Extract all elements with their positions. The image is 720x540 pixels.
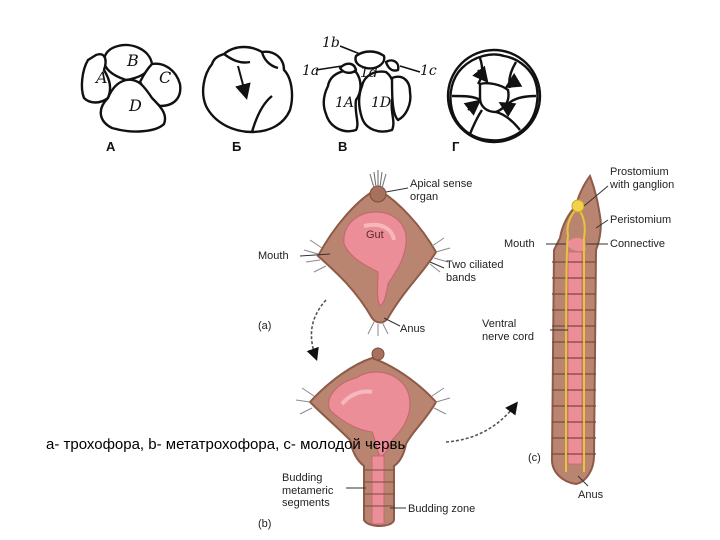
cell-label-a: A: [96, 68, 108, 87]
young-worm-leaders: [546, 185, 609, 487]
cell-label-d: D: [129, 96, 142, 115]
stage-label-a: А: [106, 139, 116, 154]
label-peristomium: Peristomium: [610, 214, 672, 226]
label-connective: Connective: [610, 238, 666, 250]
label-anus-a: Anus: [400, 323, 426, 335]
trochophore-leaders: [299, 187, 445, 327]
metatrochophore-leaders: [346, 487, 406, 509]
cell-label-c: C: [159, 68, 172, 87]
cell-label-1D: 1D: [371, 95, 392, 111]
label-budding-segments: Budding metameric segments: [282, 472, 334, 510]
cell-label-b: B: [127, 51, 139, 70]
cell-label-1A: 1A: [335, 95, 355, 111]
trochophore-drawing: [303, 170, 451, 336]
panel-tag-c: (c): [528, 452, 541, 464]
label-anus-c: Anus: [578, 489, 604, 501]
panel-tag-b: (b): [258, 518, 272, 530]
stage-label-c: В: [338, 139, 348, 154]
stage-label-b: Б: [232, 139, 242, 154]
cell-label-1c: 1c: [420, 63, 437, 79]
cleavage-stage-d-arrows: [463, 65, 523, 118]
label-mouth-c: Mouth: [504, 238, 535, 250]
label-prostomium: Prostomium with ganglion: [610, 166, 675, 191]
young-worm-drawing: [550, 173, 602, 486]
cleavage-stage-c-drawing: [322, 50, 412, 133]
cleavage-stage-a-drawing: [80, 43, 182, 133]
label-gut: Gut: [366, 229, 384, 241]
stage-label-d: Г: [452, 139, 460, 154]
label-budding-zone: Budding zone: [408, 503, 476, 515]
cleavage-stage-b-drawing: [201, 45, 294, 134]
cleavage-stage-c-leaders: [315, 45, 421, 73]
cell-label-1b: 1b: [322, 35, 340, 51]
arrow-b-to-c: [445, 401, 518, 443]
label-ciliated-bands: Two ciliated bands: [446, 259, 504, 284]
label-ventral-nerve-cord: Ventral nerve cord: [482, 318, 534, 343]
metatrochophore-drawing: [295, 347, 451, 527]
cell-label-1a: 1a: [302, 63, 320, 79]
panel-tag-a: (a): [258, 320, 272, 332]
label-apical-sense-organ: Apical sense organ: [410, 178, 473, 203]
cell-label-1d: 1d: [360, 65, 378, 81]
cleavage-stage-d-drawing: [446, 48, 542, 144]
label-mouth-a: Mouth: [258, 250, 289, 262]
arrow-a-to-b: [306, 299, 327, 362]
figure-caption: a- трохофора, b- метатрохофора, c- молод…: [46, 436, 406, 453]
